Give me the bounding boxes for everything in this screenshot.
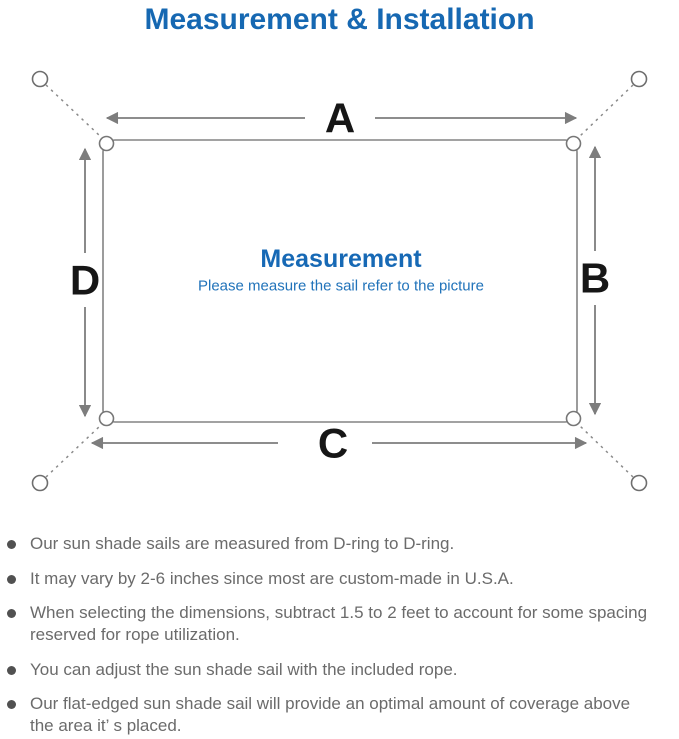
bullet-icon [7,609,16,618]
dimension-label-c: C [318,420,348,467]
mounting-ring-icon-top-right [630,70,648,88]
diagram-center-subtitle: Please measure the sail refer to the pic… [198,278,484,295]
instruction-line: When selecting the dimensions, subtract … [30,603,648,622]
anchor-line-bottom-right [579,425,634,478]
instruction-text: Our flat-edged sun shade sail will provi… [30,693,630,737]
instruction-line: You can adjust the sun shade sail with t… [30,659,458,679]
mounting-ring-icon-bottom-right [630,474,648,492]
instruction-text: It may vary by 2-6 inches since most are… [30,568,514,590]
anchor-line-bottom-left [45,425,101,478]
list-item: You can adjust the sun shade sail with t… [7,659,679,681]
bullet-icon [7,665,16,675]
mounting-ring-icon-bottom-left [31,474,49,492]
instruction-line: reserved for rope utilization. [30,625,240,644]
anchor-line-top-left [45,84,101,137]
sail-outline [102,139,578,423]
d-ring-icon-bottom-left [98,410,115,427]
instruction-text: When selecting the dimensions, subtract … [30,602,647,646]
d-ring-icon-top-left [98,135,115,152]
list-item: When selecting the dimensions, subtract … [7,602,679,646]
dimension-label-a: A [325,95,355,142]
anchor-line-top-right [579,84,634,137]
bullet-icon [7,540,16,549]
bullet-icon [7,700,16,709]
list-item: Our sun shade sails are measured from D-… [7,533,679,555]
instruction-line: Our flat-edged sun shade sail will provi… [30,694,631,713]
page-title: Measurement & Installation [144,3,535,36]
mounting-ring-icon-top-left [31,70,49,88]
dimension-label-b: B [580,255,610,302]
instruction-text: You can adjust the sun shade sail with t… [30,659,458,681]
list-item: It may vary by 2-6 inches since most are… [7,568,679,590]
instruction-line: It may vary by 2-6 inches since most are… [30,568,514,588]
dimension-label-d: D [70,257,100,304]
list-item: Our flat-edged sun shade sail will provi… [7,693,679,737]
instruction-list: Our sun shade sails are measured from D-… [7,533,679,739]
sail-measurement-diagram: A B C D Measurement Please measure the s… [31,70,648,492]
instruction-line: the area it’ s placed. [30,716,182,735]
bullet-icon [7,574,16,584]
instruction-line: Our sun shade sails are measured from D-… [30,534,455,553]
diagram-center-title: Measurement [260,245,422,273]
instruction-text: Our sun shade sails are measured from D-… [30,533,454,555]
d-ring-icon-top-right [565,135,582,152]
d-ring-icon-bottom-right [565,410,582,427]
